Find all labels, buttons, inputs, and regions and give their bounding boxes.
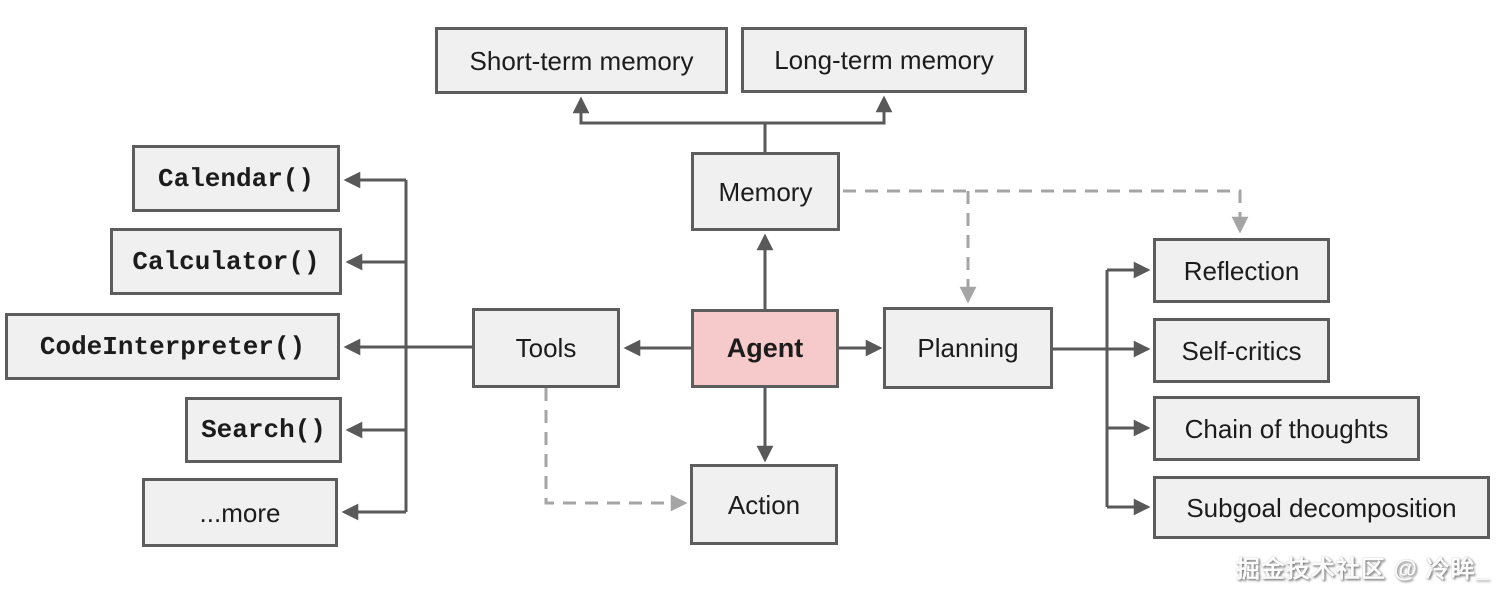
node-search: Search() bbox=[185, 397, 342, 463]
edge-tools-action-dashed bbox=[544, 388, 688, 512]
node-chain-of-thoughts: Chain of thoughts bbox=[1153, 396, 1420, 461]
node-planning: Planning bbox=[883, 307, 1053, 389]
node-calculator: Calculator() bbox=[110, 228, 342, 295]
node-action: Action bbox=[690, 464, 838, 545]
node-memory: Memory bbox=[691, 152, 840, 231]
edge-memory-reflection-dashed bbox=[843, 189, 1249, 234]
node-subgoal-decomposition: Subgoal decomposition bbox=[1153, 476, 1490, 539]
node-more: ...more bbox=[142, 478, 338, 547]
node-agent: Agent bbox=[691, 309, 839, 388]
node-self-critics: Self-critics bbox=[1153, 318, 1330, 383]
watermark: 掘金技术社区 @ 冷眸_ bbox=[1235, 556, 1490, 583]
node-reflection: Reflection bbox=[1153, 238, 1330, 303]
node-short-term-memory: Short-term memory bbox=[435, 27, 728, 94]
node-code-interpreter: CodeInterpreter() bbox=[5, 313, 340, 380]
node-calendar: Calendar() bbox=[132, 145, 340, 212]
edge-memory-long-term bbox=[765, 95, 893, 125]
edge-memory-short-term bbox=[572, 96, 765, 125]
node-tools: Tools bbox=[472, 308, 620, 388]
node-long-term-memory: Long-term memory bbox=[741, 27, 1027, 93]
